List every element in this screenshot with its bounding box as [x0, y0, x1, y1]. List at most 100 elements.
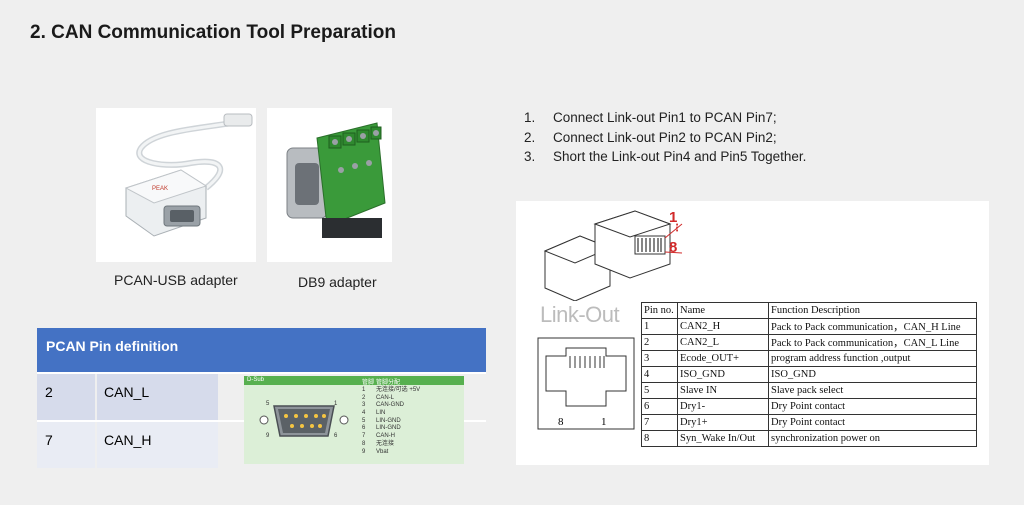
pin-name-cell: CAN_L: [97, 374, 218, 420]
callout-pin-1: 1: [669, 209, 678, 226]
table-row: 2 CAN_L: [37, 372, 486, 420]
dsub-pin-assign: 无连接: [376, 440, 395, 447]
page-title: 2. CAN Communication Tool Preparation: [30, 22, 396, 43]
pin-name-cell: Ecode_OUT+: [677, 350, 769, 367]
pin-function-cell: Pack to Pack communication，CAN_H Line: [768, 318, 977, 335]
pin-name-cell: CAN2_H: [677, 318, 769, 335]
dsub-pin-assign: LIN-GND: [376, 425, 401, 432]
pcan-table-header: PCAN Pin definition: [37, 328, 486, 372]
column-header: Pin no.: [641, 302, 678, 319]
step-number: 3.: [524, 149, 536, 164]
dsub-pin-assign: LIN-GND: [376, 417, 401, 424]
dsub-pin-number: 5: [362, 417, 366, 424]
dsub-pin-number: 2: [362, 394, 366, 401]
rj45-plug-icon: [543, 210, 683, 301]
pin-function-cell: synchronization power on: [768, 430, 977, 447]
pin-number-cell: 7: [641, 414, 678, 431]
step-text: Connect Link-out Pin2 to PCAN Pin2;: [553, 129, 777, 145]
dsub-pin-assign: Vbat: [376, 448, 389, 455]
dsub-pin-assign: CAN-L: [376, 394, 395, 401]
list-item: 1 无连接/可选 +5V: [362, 387, 420, 395]
dsub-title: D-Sub: [247, 377, 265, 383]
dsub-pin-number: 9: [362, 448, 366, 455]
step-number: 2.: [524, 129, 536, 145]
list-item: 2 CAN-L: [362, 395, 420, 403]
step-text: Short the Link-out Pin4 and Pin5 Togethe…: [553, 149, 807, 164]
pin-name-cell: CAN2_L: [677, 334, 769, 351]
dsub-pin-assign: LIN: [376, 410, 386, 417]
dsub-pin-number: 7: [362, 433, 366, 440]
dsub-pin-number: 3: [362, 402, 366, 409]
pin-name-cell: ISO_GND: [677, 366, 769, 383]
dsub-pin-number: 6: [362, 425, 366, 432]
pin-function-cell: Dry Point contact: [768, 398, 977, 415]
list-item: 6 LIN-GND: [362, 425, 420, 433]
dsub-pin-assign: CAN-H: [376, 433, 395, 440]
connection-steps: 1. Connect Link-out Pin1 to PCAN Pin7; 2.…: [524, 108, 806, 167]
callout-pin-8: 8: [669, 239, 678, 256]
pin-function-cell: ISO_GND: [768, 366, 977, 383]
svg-text:PEAK: PEAK: [152, 186, 168, 192]
dsub-header: D-Sub 管脚 管脚分配: [244, 376, 464, 386]
pcan-usb-caption: PCAN-USB adapter: [114, 272, 238, 288]
dsub-pin-label: 9: [266, 433, 270, 439]
pin-number-cell: 2: [641, 334, 678, 351]
pin-number-cell: 6: [641, 398, 678, 415]
column-header: Function Description: [768, 302, 977, 319]
step-item: 2. Connect Link-out Pin2 to PCAN Pin2;: [524, 128, 806, 148]
pin-number-cell: 2: [37, 374, 95, 420]
socket-pin-8-label: 8: [558, 416, 564, 428]
step-number: 1.: [524, 110, 536, 125]
linkout-label: Link-Out: [540, 302, 620, 327]
step-item: 3. Short the Link-out Pin4 and Pin5 Toget…: [524, 147, 806, 167]
pin-name-cell: Syn_Wake In/Out: [677, 430, 769, 447]
pin-number-cell: 7: [37, 422, 95, 468]
pin-function-cell: program address function ,output: [768, 350, 977, 367]
pin-name-cell: Slave IN: [677, 382, 769, 399]
socket-pin-1-label: 1: [601, 416, 607, 428]
dsub-pin-number: 8: [362, 440, 366, 447]
step-text: Connect Link-out Pin1 to PCAN Pin7;: [553, 110, 777, 125]
dsub-pin-number: 1: [362, 387, 366, 393]
list-item: 4 LIN: [362, 410, 420, 418]
dsub-pin-assign: CAN-GND: [376, 402, 404, 409]
pcan-pin-table: PCAN Pin definition 2 CAN_L 7 CAN_H: [37, 328, 486, 468]
step-item: 1. Connect Link-out Pin1 to PCAN Pin7;: [524, 108, 806, 128]
pin-number-cell: 5: [641, 382, 678, 399]
pin-number-cell: 8: [641, 430, 678, 447]
table-header-row: Pin no. Name Function Description: [641, 302, 977, 319]
dsub-col-pin: 管脚: [362, 380, 375, 386]
list-item: 7 CAN-H: [362, 433, 420, 441]
dsub-pin-label: 1: [334, 401, 338, 407]
dsub-pin-number: 4: [362, 410, 366, 417]
dsub-pin-label: 5: [266, 401, 270, 407]
dsub-pinout-image: D-Sub 管脚 管脚分配 5 1 9 6 1 无连接/可选 +5V 2 CAN-L…: [244, 376, 464, 464]
rj45-socket-icon: [537, 337, 635, 430]
list-item: 8 无连接: [362, 441, 420, 449]
pin-function-cell: Dry Point contact: [768, 414, 977, 431]
pin-function-cell: Pack to Pack communication，CAN_L Line: [768, 334, 977, 351]
list-item: 5 LIN-GND: [362, 418, 420, 426]
pin-name-cell: Dry1+: [677, 414, 769, 431]
db9-adapter-caption: DB9 adapter: [298, 274, 377, 290]
pin-name-cell: CAN_H: [97, 422, 218, 468]
db9-adapter-photo: [267, 108, 392, 262]
list-item: 9 Vbat: [362, 449, 420, 457]
pin-number-cell: 1: [641, 318, 678, 335]
pin-number-cell: 3: [641, 350, 678, 367]
dsub-pin-assign: 无连接/可选 +5V: [376, 387, 421, 393]
pin-number-cell: 4: [641, 366, 678, 383]
callout-dots: ⋮: [672, 223, 682, 234]
dsub-pin-label: 6: [334, 433, 338, 439]
linkout-panel: 1 ⋮ 8 Link-Out 8 1 Pin no. Name Function…: [516, 201, 989, 465]
db9-connector-icon: [259, 405, 349, 437]
pin-name-cell: Dry1-: [677, 398, 769, 415]
